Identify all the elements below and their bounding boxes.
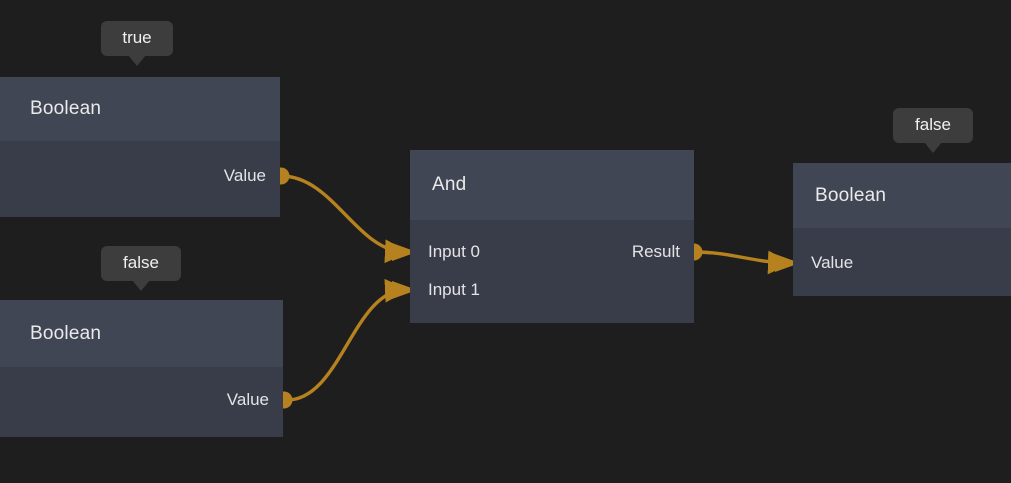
edge-edge-bool-false-to-input1[interactable] [282, 278, 409, 402]
port-label: Result [631, 242, 680, 261]
tooltip-boolean-false-right: false [893, 108, 973, 153]
node-title: Boolean [30, 322, 102, 344]
node-body-boolean-true: Value [0, 141, 280, 217]
node-title: And [432, 174, 467, 195]
node-header-boolean-false-lower[interactable]: Boolean [0, 300, 283, 367]
port-value[interactable]: Value [227, 389, 269, 411]
port-result[interactable]: Result [632, 241, 680, 263]
port-label: Input 0 [428, 242, 480, 261]
port-label: Input 1 [428, 280, 480, 299]
tooltip-pointer-icon [132, 280, 150, 291]
port-value[interactable]: Value [224, 165, 266, 187]
port-input-0[interactable]: Input 0 [428, 241, 480, 263]
node-title: Boolean [30, 98, 102, 119]
port-input-1[interactable]: Input 1 [428, 279, 480, 301]
tooltip-text: true [122, 28, 152, 47]
tooltip-text: false [123, 253, 159, 272]
port-label: Value [811, 253, 854, 272]
node-body-boolean-false-lower: Value [0, 367, 283, 437]
tooltip-pointer-icon [128, 55, 146, 66]
tooltip-boolean-true: true [101, 21, 173, 66]
node-body-boolean-false-right: Value [793, 228, 1011, 296]
tooltip-pointer-icon [924, 142, 942, 153]
node-header-boolean-true[interactable]: Boolean [0, 77, 280, 141]
node-header-and[interactable]: And [410, 150, 694, 220]
node-body-and: Input 0 Input 1 Result [410, 220, 694, 323]
edge-edge-bool-true-to-input0[interactable] [279, 174, 409, 264]
tooltip-boolean-false-lower: false [101, 246, 181, 291]
node-title: Boolean [815, 184, 887, 206]
edge-edge-result-to-boolean-value[interactable] [692, 250, 792, 275]
node-header-boolean-false-right[interactable]: Boolean [793, 163, 1011, 228]
tooltip-text: false [915, 115, 951, 134]
port-value[interactable]: Value [811, 252, 853, 274]
port-label: Value [226, 390, 269, 409]
port-label: Value [223, 166, 266, 185]
